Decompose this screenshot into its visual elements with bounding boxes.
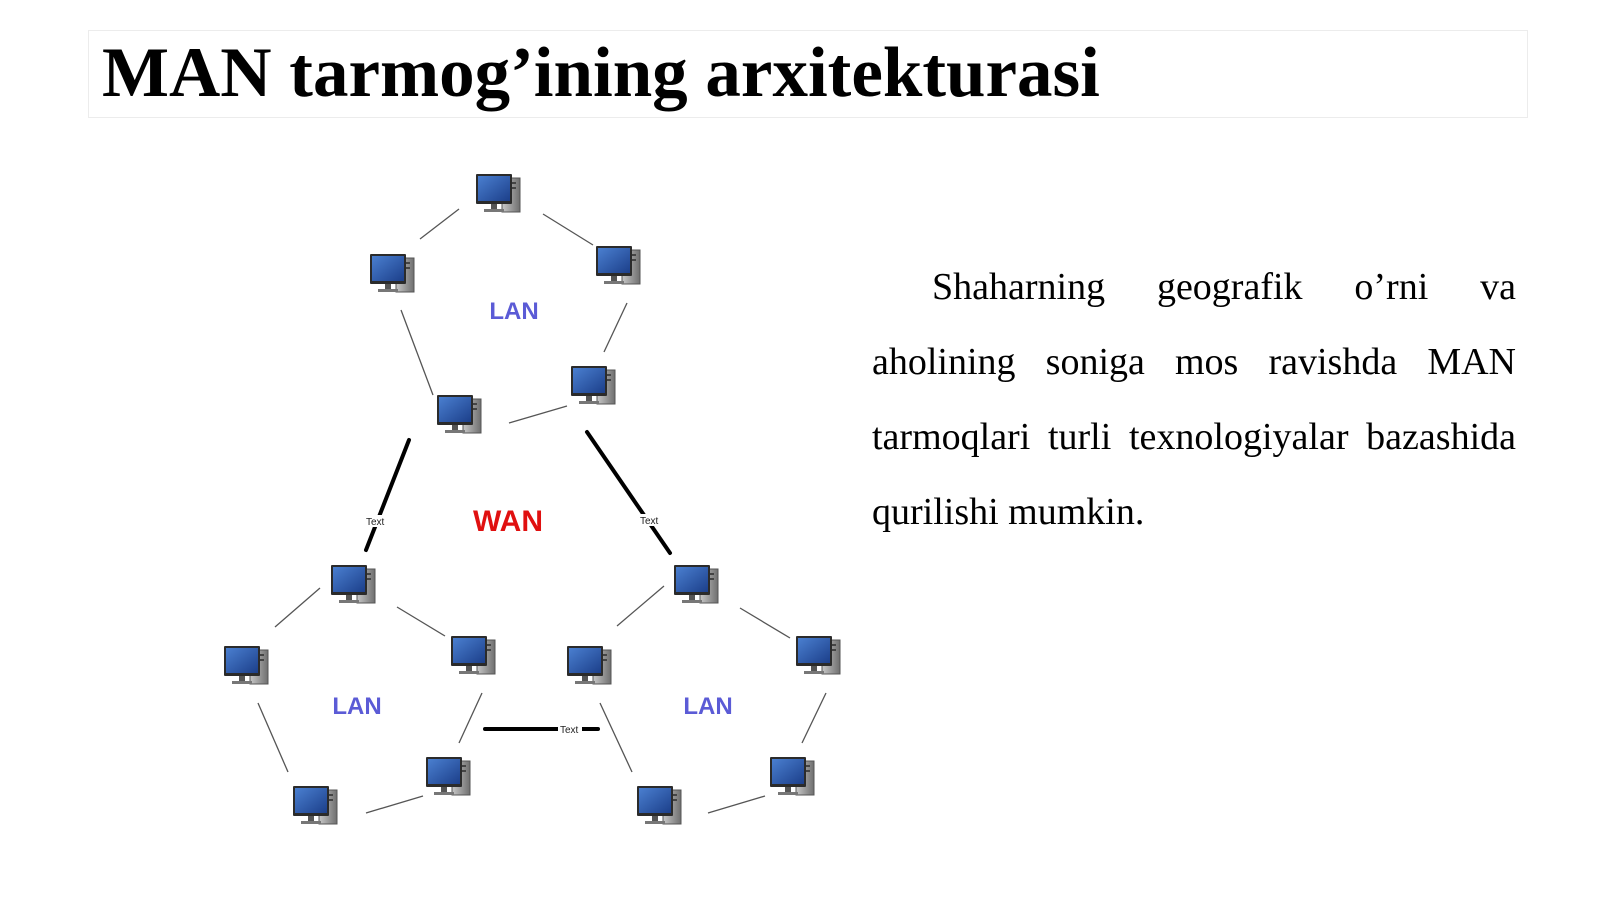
desktop-computer-icon bbox=[475, 173, 521, 213]
lan-label-bottom-left: LAN bbox=[332, 693, 381, 720]
wan-links bbox=[364, 430, 672, 731]
wan-link-bottom-label: Text bbox=[560, 725, 579, 736]
bottom-right-lan-links bbox=[599, 585, 827, 814]
slide-title: MAN tarmog’ining arxitekturasi bbox=[102, 34, 1100, 112]
desktop-computer-icon bbox=[636, 785, 682, 825]
desktop-computer-icon bbox=[436, 394, 482, 434]
top-lan-links bbox=[400, 208, 628, 424]
title-box: MAN tarmog’ining arxitekturasi bbox=[88, 30, 1528, 118]
desktop-computer-icon bbox=[369, 253, 415, 293]
desktop-computer-icon bbox=[673, 564, 719, 604]
desktop-computer-icon bbox=[425, 756, 471, 796]
desktop-computer-icon bbox=[570, 365, 616, 405]
desktop-computer-icon bbox=[769, 756, 815, 796]
wan-link-left-label: Text bbox=[366, 517, 385, 528]
wan-link-right-label: Text bbox=[640, 516, 659, 527]
wan-label: WAN bbox=[473, 505, 543, 538]
lan-label-top: LAN bbox=[489, 298, 538, 325]
desktop-computer-icon bbox=[595, 245, 641, 285]
desktop-computer-icon bbox=[330, 564, 376, 604]
wan-link-left bbox=[364, 438, 411, 552]
lan-label-bottom-right: LAN bbox=[683, 693, 732, 720]
desktop-computer-icon bbox=[566, 645, 612, 685]
bottom-left-lan-links bbox=[257, 587, 483, 814]
slide-body-text: Shaharning geografik o’rni va aholining … bbox=[872, 266, 1516, 533]
wan-link-right bbox=[585, 430, 672, 555]
desktop-computer-icon bbox=[450, 635, 496, 675]
desktop-computer-icon bbox=[223, 645, 269, 685]
desktop-computer-icon bbox=[292, 785, 338, 825]
desktop-computer-icon bbox=[795, 635, 841, 675]
